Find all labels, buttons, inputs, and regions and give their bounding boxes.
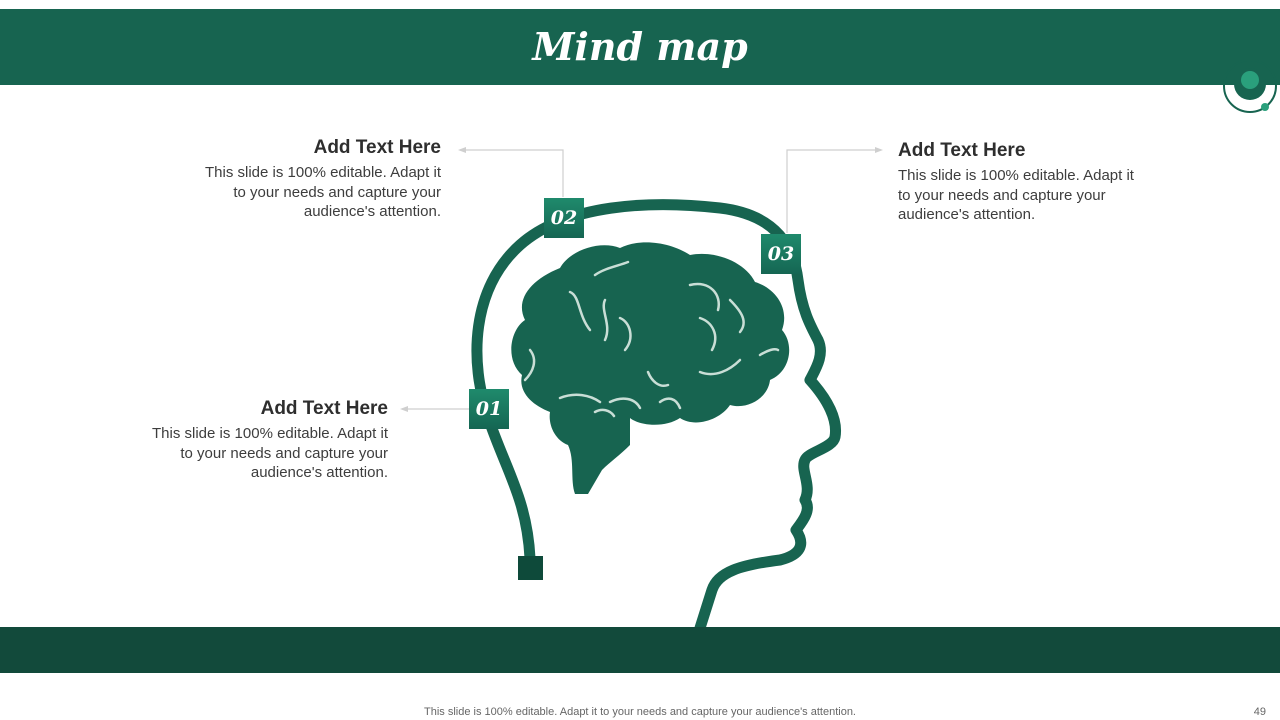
text-block-02: Add Text Here This slide is 100% editabl… bbox=[190, 136, 441, 222]
body-01: This slide is 100% editable. Adapt it to… bbox=[152, 425, 388, 481]
footer-band bbox=[0, 627, 1280, 673]
connector-lines bbox=[400, 147, 883, 412]
text-block-01: Add Text Here This slide is 100% editabl… bbox=[138, 397, 388, 483]
page-number: 49 bbox=[1253, 706, 1266, 718]
badge-02: 02 bbox=[544, 198, 584, 238]
body-03: This slide is 100% editable. Adapt it to… bbox=[898, 167, 1134, 223]
badge-03: 03 bbox=[761, 234, 801, 274]
orbit-decoration-icon bbox=[1223, 60, 1277, 113]
head-profile-icon bbox=[471, 199, 842, 634]
badge-01: 01 bbox=[469, 389, 509, 429]
heading-03: Add Text Here bbox=[898, 140, 1026, 161]
footer-note: This slide is 100% editable. Adapt it to… bbox=[424, 706, 856, 718]
heading-01: Add Text Here bbox=[260, 398, 388, 419]
heading-02: Add Text Here bbox=[313, 137, 441, 158]
title-bar bbox=[0, 9, 1280, 85]
brain-icon bbox=[511, 242, 790, 494]
text-block-03: Add Text Here This slide is 100% editabl… bbox=[898, 139, 1148, 225]
body-02: This slide is 100% editable. Adapt it to… bbox=[205, 164, 441, 220]
slide-title: Mind map bbox=[532, 24, 748, 69]
